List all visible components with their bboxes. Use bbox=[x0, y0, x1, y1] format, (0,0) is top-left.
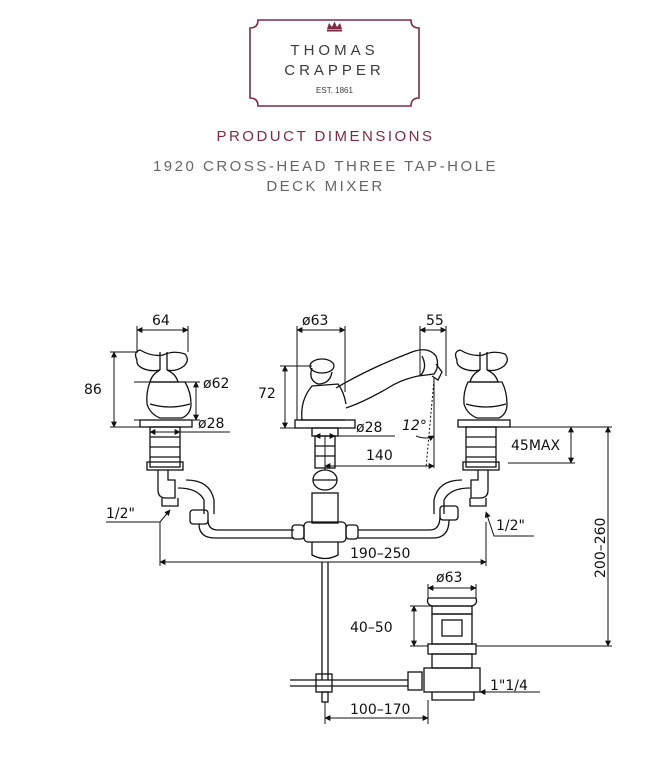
dim-handle-diameter: ø62 bbox=[203, 376, 229, 392]
dim-waste-thread: 1"1/4 bbox=[490, 678, 528, 694]
product-name-line2: DECK MIXER bbox=[266, 178, 385, 195]
brand-name-line2: CRAPPER bbox=[284, 62, 385, 79]
dim-inlet-right: 1/2" bbox=[496, 518, 525, 534]
right-tap-outline bbox=[433, 349, 511, 514]
dim-spout-angle: 12° bbox=[402, 418, 427, 434]
dim-pop-up-range: 100–170 bbox=[350, 702, 410, 718]
dim-tap-base-diameter: ø28 bbox=[198, 416, 224, 432]
dim-inlet-left: 1/2" bbox=[106, 506, 135, 522]
dim-centre-base-diameter: ø28 bbox=[356, 420, 382, 436]
right-hose bbox=[358, 505, 459, 539]
dim-spout-height: 72 bbox=[258, 386, 276, 402]
dim-overall-depth: 200–260 bbox=[593, 518, 609, 578]
dim-handle-height: 86 bbox=[84, 382, 102, 398]
dim-waste-diameter: ø63 bbox=[436, 570, 462, 586]
crown-icon bbox=[327, 21, 342, 32]
pop-up-rod bbox=[290, 562, 423, 703]
dim-spout-reach: 140 bbox=[366, 448, 393, 464]
brand-established: EST. 1861 bbox=[316, 86, 353, 95]
left-hose bbox=[189, 509, 294, 539]
logo-frame bbox=[249, 19, 420, 107]
dim-waste-height: 40–50 bbox=[350, 620, 393, 636]
page-title: PRODUCT DIMENSIONS bbox=[216, 128, 435, 145]
dim-tap-centres: 190–250 bbox=[350, 546, 410, 562]
left-tap-outline bbox=[134, 349, 215, 514]
product-name-line1: 1920 CROSS-HEAD THREE TAP-HOLE bbox=[152, 158, 499, 175]
dim-deck-thickness: 45MAX bbox=[511, 438, 560, 454]
dim-handle-width: 64 bbox=[152, 313, 170, 329]
dim-spout-outlet: 55 bbox=[426, 313, 444, 329]
brand-name-line1: THOMAS bbox=[290, 42, 379, 59]
dim-spout-base-diameter: ø63 bbox=[302, 313, 328, 329]
brand-logo: THOMAS CRAPPER EST. 1861 bbox=[248, 18, 421, 108]
waste-outline bbox=[423, 597, 481, 701]
